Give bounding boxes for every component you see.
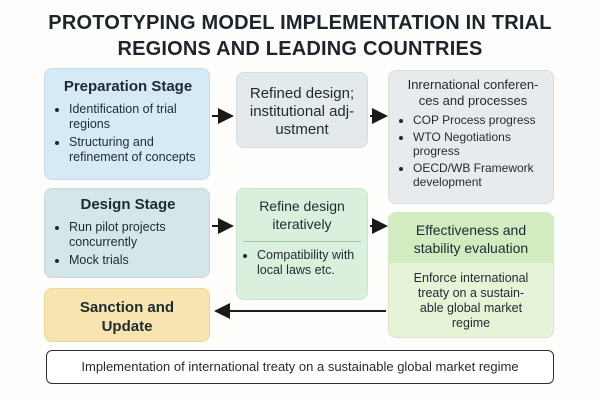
preparation-stage-box: Preparation Stage Identification of tria… [44, 68, 210, 180]
effectiveness-body-line-3: able global market [419, 301, 523, 315]
effectiveness-body-line-1: Enforce international [413, 271, 529, 285]
design-stage-list: Run pilot projects concurrently Mock tri… [55, 220, 201, 268]
effectiveness-evaluation-box: Effectiveness and stability evaluation E… [388, 212, 554, 338]
international-item: WTO Negotiations progress [413, 130, 547, 158]
title-line-2: REGIONS AND LEADING COUNTRIES [117, 38, 483, 60]
footer-banner: Implementation of international treaty o… [46, 350, 554, 384]
refined-design-line-2: institutional adj- [249, 103, 355, 120]
refined-design-line-3: ustment [275, 121, 329, 138]
design-stage-heading: Design Stage [80, 196, 176, 213]
effectiveness-heading-line-2: stability evaluation [413, 240, 529, 256]
effectiveness-heading: Effectiveness and stability evaluation [389, 213, 553, 263]
design-item: Run pilot projects concurrently [69, 220, 201, 250]
title-line-1: PROTOTYPING MODEL IMPLEMENTATION IN TRIA… [48, 12, 552, 34]
sanction-update-box: Sanction and Update [44, 288, 210, 342]
sanction-line-2: Update [101, 318, 153, 335]
effectiveness-body-line-2: treaty on a sustain- [417, 286, 525, 300]
effectiveness-body-line-4: regime [451, 316, 491, 330]
preparation-item: Identification of trial regions [69, 102, 201, 132]
international-item: OECD/WB Framework development [413, 161, 547, 189]
refine-iteratively-heading-line-2: iteratively [272, 216, 332, 232]
divider [243, 241, 361, 242]
refine-iteratively-heading-line-1: Refine design [259, 198, 345, 214]
preparation-stage-heading: Preparation Stage [63, 78, 193, 95]
refined-design-line-1: Refined design; [249, 85, 355, 102]
design-item: Mock trials [69, 253, 201, 268]
international-heading-line-1: Inrernational conferen- [407, 77, 539, 92]
international-list: COP Process progress WTO Negotiations pr… [399, 113, 547, 189]
sanction-line-1: Sanction and [79, 299, 175, 316]
international-item: COP Process progress [413, 113, 547, 127]
diagram-title: PROTOTYPING MODEL IMPLEMENTATION IN TRIA… [0, 10, 600, 62]
design-stage-box: Design Stage Run pilot projects concurre… [44, 188, 210, 278]
refined-design-box: Refined design; institutional adj- ustme… [236, 72, 368, 148]
effectiveness-body: Enforce international treaty on a sustai… [389, 263, 553, 331]
refine-iteratively-list: Compatibility with local laws etc. [243, 248, 361, 278]
effectiveness-heading-line-1: Effectiveness and [415, 222, 527, 238]
international-conferences-box: Inrernational conferen- ces and processe… [388, 70, 554, 204]
preparation-stage-list: Identification of trial regions Structur… [55, 102, 201, 165]
international-heading-line-2: ces and processes [418, 93, 528, 108]
refine-iteratively-box: Refine design iteratively Compatibility … [236, 188, 368, 300]
refine-iteratively-item: Compatibility with local laws etc. [257, 248, 361, 278]
preparation-item: Structuring and refinement of concepts [69, 135, 201, 165]
